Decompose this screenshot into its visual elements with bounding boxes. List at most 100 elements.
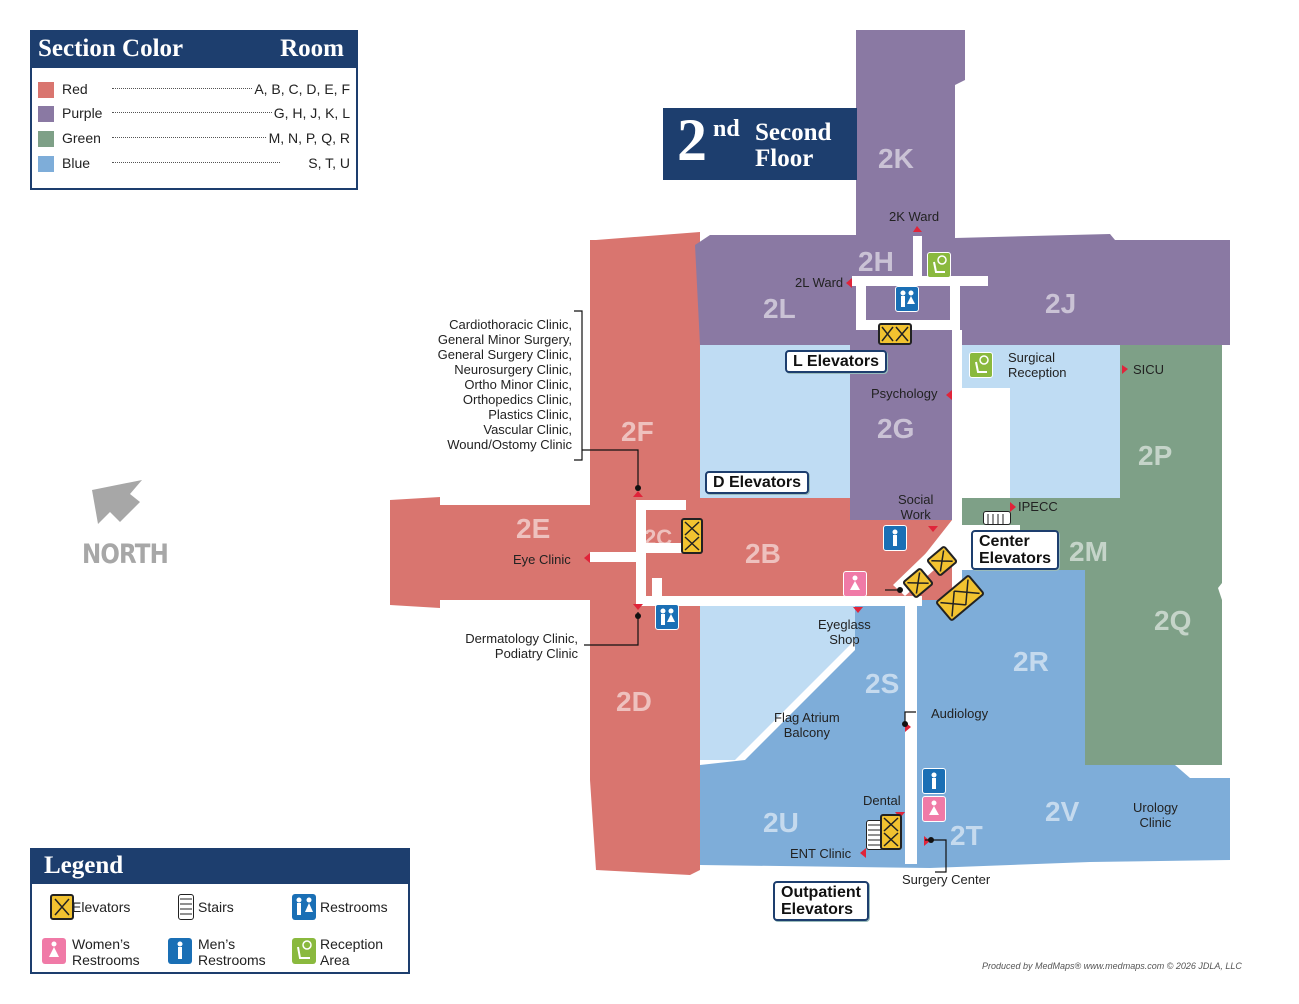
callout-outpatient-elevators: Outpatient Elevators	[773, 881, 869, 921]
label-ent-clinic: ENT Clinic	[790, 846, 852, 861]
room-heading: Room	[280, 35, 344, 62]
marker-eye-clinic	[584, 553, 590, 563]
section-2e: 2E	[516, 513, 551, 544]
callout-center-elevators: Center Elevators	[971, 530, 1060, 570]
section-rooms: A, B, C, D, E, F	[252, 81, 350, 97]
ipecc-stairs-icon	[983, 511, 1011, 525]
reception-icon	[927, 252, 951, 278]
section-2j: 2J	[1045, 288, 1077, 319]
surgical-reception-icon	[969, 352, 993, 378]
elevator-icon	[50, 894, 74, 920]
label-ipecc: IPECC	[1018, 499, 1058, 514]
callout-d-elevators: D Elevators	[705, 471, 810, 494]
north-indicator: NORTH	[82, 480, 183, 570]
light-blue-area-s	[700, 600, 855, 760]
restrooms-icon	[292, 894, 316, 920]
center-elevator-icon-1	[925, 544, 959, 578]
label-psychology: Psychology	[871, 386, 938, 401]
floor-title-line2: Floor	[755, 145, 814, 172]
label-clinics-2f: Cardiothoracic Clinic, General Minor Sur…	[437, 317, 572, 452]
marker-eyeglass	[853, 607, 863, 613]
north-arrow-icon	[92, 480, 142, 524]
section-2b: 2B	[745, 538, 781, 569]
section-2f: 2F	[621, 416, 654, 447]
legend-label-elevators: Elevators	[72, 899, 131, 915]
stairs-icon	[178, 894, 194, 920]
label-urology-clinic: Urology Clinic	[1133, 800, 1178, 830]
section-table-header: Section Color Room	[32, 32, 356, 68]
floor-number: 2	[677, 107, 707, 173]
section-color-name: Green	[62, 130, 101, 146]
section-rooms: G, H, J, K, L	[271, 105, 350, 121]
marker-sicu	[1122, 365, 1128, 374]
marker-2k-ward	[913, 226, 922, 232]
section-2m: 2M	[1069, 536, 1108, 567]
label-2k-ward: 2K Ward	[889, 209, 940, 224]
marker-psychology	[946, 390, 952, 400]
floor-title-line1: Second	[755, 119, 832, 146]
label-surgery-center: Surgery Center	[902, 872, 991, 887]
center-elevator-icon-3	[934, 573, 986, 623]
red-swatch	[38, 82, 54, 98]
label-surgical-reception: Surgical Reception	[1008, 350, 1067, 380]
reception-icon	[292, 938, 316, 964]
label-dermatology: Dermatology Clinic, Podiatry Clinic	[465, 631, 578, 661]
section-2s: 2S	[865, 668, 900, 699]
label-2l-ward: 2L Ward	[795, 275, 844, 290]
womens-restroom-icon	[843, 571, 867, 597]
label-dental: Dental	[863, 793, 901, 808]
section-2v: 2V	[1045, 796, 1080, 827]
credit-line: Produced by MedMaps® www.medmaps.com © 2…	[982, 961, 1242, 971]
outpatient-elevators-icon	[880, 814, 902, 850]
marker-clinics-f	[633, 491, 643, 497]
d-elevators-icon	[681, 518, 703, 554]
section-row-red: Red A, B, C, D, E, F	[38, 80, 350, 100]
section-row-purple: Purple G, H, J, K, L	[38, 104, 350, 124]
center-elevator-icon-2	[901, 566, 935, 600]
section-2k: 2K	[878, 143, 914, 174]
restrooms-icon-2d	[655, 604, 679, 630]
label-social-work: Social Work	[898, 492, 934, 522]
section-2t: 2T	[950, 820, 983, 851]
section-2c: 2C	[644, 525, 673, 550]
section-2p: 2P	[1138, 440, 1173, 471]
section-color-table: Section Color Room Red A, B, C, D, E, F …	[30, 30, 358, 190]
blue-swatch	[38, 156, 54, 172]
section-color-name: Red	[62, 81, 88, 97]
label-flag-atrium: Flag Atrium Balcony	[774, 710, 840, 740]
north-label: NORTH	[82, 539, 169, 570]
legend: Legend Elevators Stairs Restrooms Women’…	[30, 848, 410, 974]
legend-label-stairs: Stairs	[198, 899, 234, 915]
section-row-green: Green M, N, P, Q, R	[38, 129, 350, 149]
section-2d: 2D	[616, 686, 652, 717]
marker-2l-ward	[846, 278, 852, 288]
section-2u: 2U	[763, 807, 799, 838]
section-rooms: M, N, P, Q, R	[266, 130, 350, 146]
section-2q: 2Q	[1154, 605, 1192, 636]
section-2l: 2L	[763, 293, 796, 324]
marker-social-work	[928, 526, 938, 532]
green-swatch	[38, 131, 54, 147]
floor-title: 2 nd Second Floor	[663, 107, 857, 180]
blue-section	[700, 570, 1230, 868]
marker-surgery-center	[924, 836, 930, 846]
section-color-heading: Section Color	[38, 35, 184, 62]
marker-derm	[633, 604, 643, 610]
label-eyeglass-shop: Eyeglass Shop	[818, 617, 871, 647]
mens-restroom-icon-2t	[922, 768, 946, 794]
marker-ipecc	[1010, 502, 1016, 512]
callout-l-elevators: L Elevators	[785, 350, 887, 373]
label-audiology: Audiology	[931, 706, 989, 721]
section-color-name: Purple	[62, 105, 103, 121]
section-2h: 2H	[858, 246, 894, 277]
light-blue-area-j	[962, 345, 1120, 500]
l-elevators-icon	[878, 323, 912, 345]
label-sicu: SICU	[1133, 362, 1165, 377]
purple-swatch	[38, 106, 54, 122]
green-section	[962, 345, 1222, 765]
section-2r: 2R	[1013, 646, 1049, 677]
section-2g: 2G	[877, 413, 915, 444]
mens-restroom-icon	[168, 938, 192, 964]
